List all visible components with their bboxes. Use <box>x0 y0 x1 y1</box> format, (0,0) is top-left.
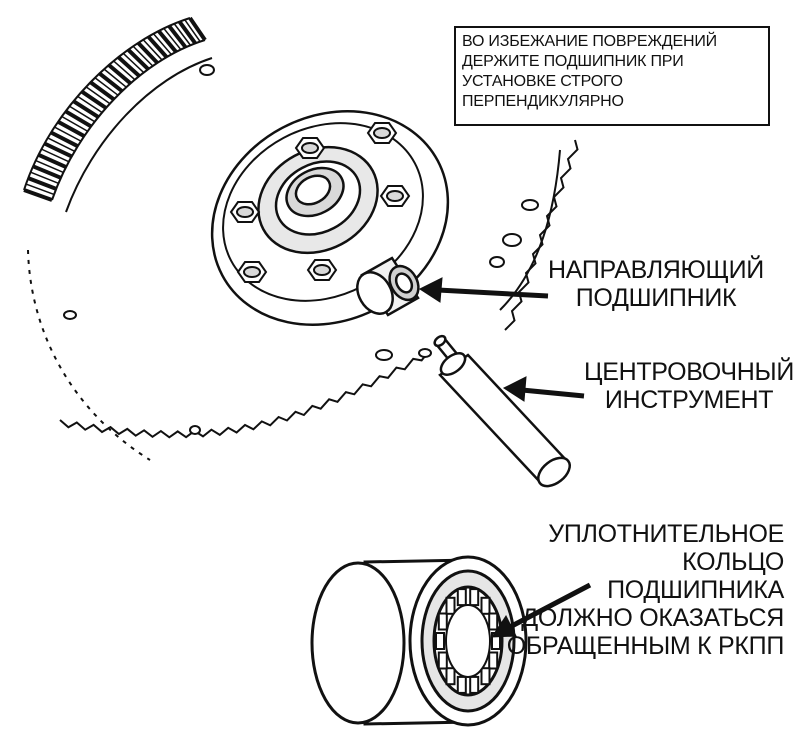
label-seal: УПЛОТНИТЕЛЬНОЕ КОЛЬЦО ПОДШИПНИКА ДОЛЖНО … <box>506 520 785 660</box>
gear-tooth <box>163 27 182 51</box>
note-line-1: ВО ИЗБЕЖАНИЕ ПОВРЕЖДЕНИЙ <box>462 33 717 50</box>
arrowhead-alignment-tool <box>502 376 527 402</box>
pilot-bearing <box>356 256 420 317</box>
warning-note: ВО ИЗБЕЖАНИЕ ПОВРЕЖДЕНИЙ ДЕРЖИТЕ ПОДШИПН… <box>454 26 770 126</box>
gear-tooth <box>152 33 172 55</box>
needle-roller <box>469 675 480 694</box>
label-seal-line-2: КОЛЬЦО <box>682 548 784 576</box>
gear-tooth <box>27 176 57 191</box>
gear-tooth <box>103 68 127 88</box>
note-line-2: ДЕРЖИТЕ ПОДШИПНИК ПРИ <box>462 53 684 70</box>
gear-tooth <box>47 137 75 152</box>
gear-tooth <box>113 60 136 81</box>
label-seal-line-4: ДОЛЖНО ОКАЗАТЬСЯ <box>521 604 784 632</box>
gear-tooth <box>142 39 163 61</box>
gear-tooth <box>30 171 59 185</box>
label-pilot-bearing-line-1: НАПРАВЛЯЮЩИЙ <box>548 256 764 284</box>
needle-roller <box>437 612 448 631</box>
arrowhead-pilot-bearing <box>418 277 443 303</box>
gear-tooth <box>41 148 70 163</box>
gear-tooth <box>132 45 154 67</box>
arrow-seal <box>506 582 592 631</box>
alignment-tool <box>433 334 571 488</box>
gear-tooth <box>94 77 119 96</box>
gear-tooth <box>89 80 116 101</box>
gear-tooth <box>50 130 79 148</box>
note-line-3: УСТАНОВКЕ СТРОГО <box>462 73 623 90</box>
gear-tooth <box>126 48 150 71</box>
gear-tooth <box>122 52 145 74</box>
gear-tooth <box>173 23 192 46</box>
gear-tooth <box>80 89 108 110</box>
gear-tooth <box>43 141 73 159</box>
label-seal-line-3: ПОДШИПНИКА <box>607 576 784 604</box>
needle-roller <box>456 588 467 607</box>
needle-roller <box>445 667 456 686</box>
gear-tooth <box>157 29 178 54</box>
label-seal-line-5: ОБРАЩЕННЫМ К РКПП <box>506 632 785 660</box>
bearing-closeup <box>310 555 528 727</box>
gear-tooth <box>117 55 141 78</box>
gear-tooth <box>146 35 169 59</box>
gear-tooth <box>85 86 111 105</box>
needle-roller <box>480 667 491 686</box>
label-alignment-tool: ЦЕНТРОВОЧНЫЙ ИНСТРУМЕНТ <box>584 358 794 414</box>
gear-tooth <box>72 99 100 119</box>
gear-tooth <box>23 188 53 202</box>
needle-roller <box>456 675 467 694</box>
gear-tooth <box>136 41 159 65</box>
needle-roller <box>488 612 499 631</box>
gear-tooth <box>167 24 188 49</box>
label-pilot-bearing: НАПРАВЛЯЮЩИЙ ПОДШИПНИК <box>548 256 764 312</box>
gear-tooth <box>188 16 207 42</box>
label-alignment-tool-line-2: ИНСТРУМЕНТ <box>604 386 774 414</box>
label-alignment-tool-line-1: ЦЕНТРОВОЧНЫЙ <box>584 358 795 386</box>
arrow-alignment-tool <box>521 387 585 399</box>
needle-roller <box>437 651 448 670</box>
gear-tooth <box>77 95 103 114</box>
leader-arrows <box>418 277 592 638</box>
label-seal-line-1: УПЛОТНИТЕЛЬНОЕ <box>548 520 784 548</box>
needle-roller <box>445 596 456 615</box>
arrow-pilot-bearing <box>437 287 549 299</box>
gear-tooth <box>54 126 82 142</box>
needle-roller <box>480 596 491 615</box>
flange-bolts <box>229 122 411 283</box>
gear-tooth <box>37 152 67 169</box>
flywheel-ring-gear <box>23 16 213 213</box>
note-line-4: ПЕРПЕНДИКУЛЯРНО <box>462 93 624 110</box>
gear-tooth <box>35 159 64 174</box>
gear-tooth <box>69 105 96 123</box>
needle-roller <box>469 588 480 607</box>
gear-tooth <box>184 19 201 43</box>
gear-tooth <box>98 71 124 93</box>
gear-tooth <box>64 109 93 129</box>
label-pilot-bearing-line-2: ПОДШИПНИК <box>575 284 737 312</box>
gear-tooth <box>57 119 86 138</box>
crankshaft-flange <box>210 110 450 326</box>
gear-tooth <box>107 63 132 85</box>
needle-roller <box>488 651 499 670</box>
needle-roller <box>435 632 445 650</box>
arrowhead-seal <box>491 615 517 638</box>
gear-tooth <box>61 115 88 132</box>
gear-tooth <box>177 20 197 45</box>
gear-tooth <box>25 183 55 196</box>
gear-tooth <box>32 164 62 180</box>
